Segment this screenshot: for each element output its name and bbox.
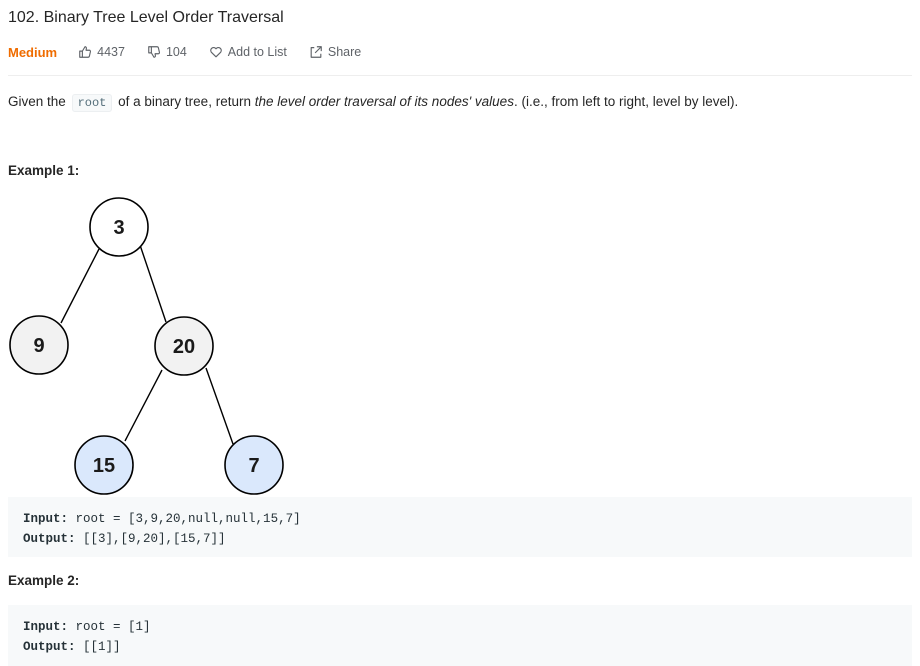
- example-1-tree-diagram: 3 9 20 15 7: [9, 197, 284, 495]
- share-label: Share: [327, 45, 362, 59]
- tree-node: [9, 315, 69, 375]
- example-1-heading: Example 1:: [8, 163, 80, 178]
- tree-node-label: 9: [33, 335, 44, 357]
- problem-title: 102. Binary Tree Level Order Traversal: [8, 9, 284, 26]
- problem-description: Given the root of a binary tree, return …: [8, 93, 738, 112]
- tree-edge: [139, 244, 167, 323]
- inline-code-root: root: [71, 94, 113, 112]
- description-text: Given the: [8, 94, 66, 109]
- tree-node: [154, 316, 214, 376]
- output-label: Output:: [23, 640, 76, 654]
- dislikes-count: 104: [165, 45, 187, 59]
- example-1-code-block: Input: root = [3,9,20,null,null,15,7] Ou…: [8, 497, 912, 557]
- output-label: Output:: [23, 532, 76, 546]
- example-2-input-line: Input: root = [1]: [23, 617, 897, 637]
- tree-edge: [60, 248, 100, 324]
- problem-meta-bar: Medium 4437 104 Add to List: [8, 43, 383, 61]
- description-emphasis: the level order traversal of its nodes' …: [254, 94, 514, 109]
- tree-node-label: 7: [248, 455, 259, 477]
- thumbs-down-icon: [148, 46, 160, 58]
- description-text: of a binary tree, return: [118, 94, 251, 109]
- difficulty-badge: Medium: [8, 44, 58, 60]
- example-2-heading: Example 2:: [8, 573, 80, 588]
- tree-edge: [124, 369, 163, 442]
- output-value: [[1]]: [83, 640, 121, 654]
- share-button[interactable]: Share: [309, 45, 361, 59]
- tree-node-label: 3: [113, 217, 124, 239]
- likes-count: 4437: [97, 45, 125, 59]
- example-1-output-line: Output: [[3],[9,20],[15,7]]: [23, 529, 897, 549]
- tree-edge: [205, 367, 234, 445]
- thumbs-up-icon: [79, 46, 92, 58]
- input-value: root = [1]: [75, 620, 151, 634]
- tree-node: [224, 435, 284, 495]
- add-to-list-label: Add to List: [227, 45, 287, 59]
- dislike-button[interactable]: 104: [147, 45, 187, 59]
- heart-icon: [209, 46, 222, 58]
- input-label: Input:: [23, 512, 69, 526]
- input-value: root = [3,9,20,null,null,15,7]: [75, 512, 301, 526]
- example-1-input-line: Input: root = [3,9,20,null,null,15,7]: [23, 509, 897, 529]
- tree-node-label: 20: [173, 336, 195, 358]
- tree-node-label: 15: [93, 455, 115, 477]
- example-2-output-line: Output: [[1]]: [23, 637, 897, 657]
- example-2-code-block: Input: root = [1] Output: [[1]]: [8, 605, 912, 666]
- output-value: [[3],[9,20],[15,7]]: [83, 532, 226, 546]
- add-to-list-button[interactable]: Add to List: [209, 45, 287, 59]
- tree-node: [89, 197, 149, 257]
- tree-node: [74, 435, 134, 495]
- like-button[interactable]: 4437: [78, 45, 125, 59]
- input-label: Input:: [23, 620, 69, 634]
- share-icon: [310, 46, 322, 58]
- description-text: . (i.e., from left to right, level by le…: [513, 94, 739, 109]
- header-divider: [8, 75, 912, 76]
